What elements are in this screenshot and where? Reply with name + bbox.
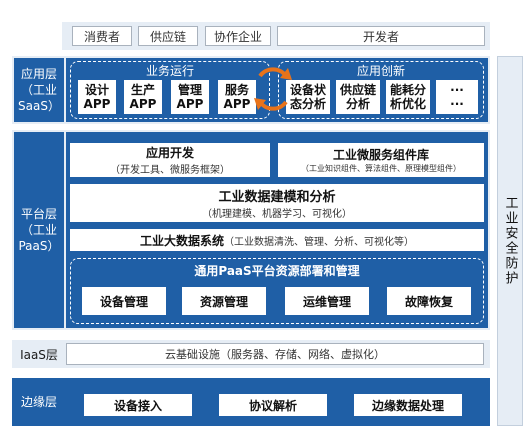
paas-label-line2: （工业 [20,223,57,237]
paas-layer-label: 平台层 （工业 PaaS） [14,132,64,328]
app-development-subtitle: （开发工具、微服务框架） [110,165,230,176]
app-equipment-line2: 态分析 [289,97,326,111]
app-production-line1: 生产 [130,83,155,97]
app-development-title: 应用开发 [145,146,194,160]
edge-protocol-parsing: 协议解析 [219,394,327,416]
top-box-partners: 协作企业 [205,26,271,46]
microservice-library-title: 工业微服务组件库 [332,148,429,162]
business-group-title: 业务运行 [145,63,194,78]
security-column: 工业安全防护 [497,56,523,426]
app-more: ······ [436,80,478,114]
app-energy-line2: 析优化 [389,97,426,111]
app-equipment-analysis: 设备状态分析 [286,80,330,114]
innovation-group-title: 应用创新 [356,63,405,78]
deploy-resource-management: 资源管理 [182,287,266,315]
app-supply-line2: 分析 [345,97,370,111]
app-energy-optimization: 能耗分析优化 [386,80,430,114]
data-modeling-box: 工业数据建模和分析 （机理建模、机器学习、可视化） [70,184,484,222]
bigdata-system-box: 工业大数据系统 （工业数据清洗、管理、分析、可视化等） [70,229,484,251]
edge-device-access: 设备接入 [84,394,192,416]
saas-label-line3: SaaS） [18,99,60,113]
business-group [70,61,270,119]
paas-label-line1: 平台层 [20,207,57,221]
app-supply-line1: 供应链 [339,83,376,97]
edge-layer-label: 边缘层 [20,395,57,409]
app-design-line1: 设计 [84,83,109,97]
app-design-line2: APP [83,97,111,111]
edge-data-processing: 边缘数据处理 [354,394,462,416]
app-service-line1: 服务 [224,83,249,97]
iaas-layer-label: IaaS层 [20,347,58,362]
app-management-line1: 管理 [177,83,202,97]
app-management-line2: APP [176,97,204,111]
security-label: 工业安全防护 [502,196,518,286]
deploy-group [70,258,484,324]
microservice-library-box: 工业微服务组件库 （工业知识组件、算法组件、原理模型组件） [278,143,484,177]
microservice-library-subtitle: （工业知识组件、算法组件、原理模型组件） [301,164,461,173]
saas-label-line1: 应用层 [20,67,57,81]
deploy-group-title: 通用PaaS平台资源部署和管理 [194,263,360,278]
app-service-line2: APP [223,97,251,111]
innovation-group [278,61,484,119]
saas-layer-label: 应用层 （工业 SaaS） [14,58,64,122]
bigdata-system-title: 工业大数据系统 [139,233,224,248]
top-box-developer: 开发者 [277,26,485,46]
cycle-arrows-icon [254,67,292,111]
deploy-fault-recovery: 故障恢复 [387,287,471,315]
saas-label-line2: （工业 [20,83,57,97]
app-energy-line1: 能耗分 [389,83,426,97]
deploy-device-management: 设备管理 [82,287,166,315]
app-equipment-line1: 设备状 [289,83,326,97]
app-production-line2: APP [129,97,157,111]
app-development-box: 应用开发 （开发工具、微服务框架） [70,143,270,177]
deploy-ops-management: 运维管理 [285,287,369,315]
app-more-line1: ··· [450,83,464,97]
top-box-consumer: 消费者 [72,26,132,46]
top-box-supply-chain: 供应链 [138,26,198,46]
app-supply-chain-analysis: 供应链分析 [336,80,380,114]
app-more-line2: ··· [450,97,464,111]
iaas-infrastructure-box: 云基础设施（服务器、存储、网络、虚拟化） [66,343,484,365]
bigdata-system-subtitle: （工业数据清洗、管理、分析、可视化等） [224,236,414,248]
paas-label-line3: PaaS） [18,239,60,253]
data-modeling-subtitle: （机理建模、机器学习、可视化） [202,209,352,220]
data-modeling-title: 工业数据建模和分析 [218,190,336,205]
